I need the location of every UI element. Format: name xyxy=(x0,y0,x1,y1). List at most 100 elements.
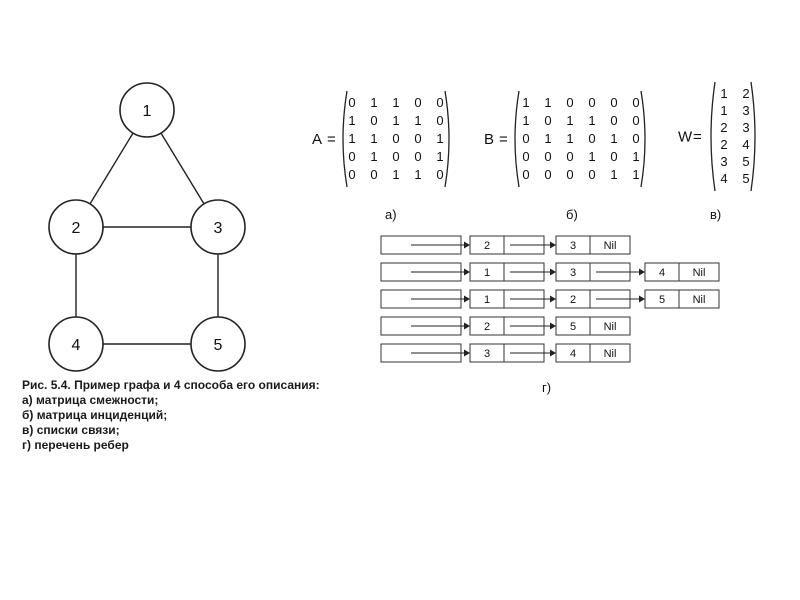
matrix-cell: 0 xyxy=(348,95,355,110)
graph-node-circle xyxy=(119,82,175,138)
list-node-value: 1 xyxy=(484,294,490,306)
caption-item-link-lists: в) списки связи; xyxy=(22,423,120,437)
graph-node-3: 3 xyxy=(190,199,246,255)
matrix-cell: 4 xyxy=(720,171,727,186)
list-node-pointer-cell xyxy=(589,316,631,336)
matrix-cell: 1 xyxy=(720,103,727,118)
graph-node-5: 5 xyxy=(190,316,246,372)
caption-item-edge-list: г) перечень ребер xyxy=(22,438,129,452)
sublabel: г) xyxy=(542,380,551,395)
right-bracket xyxy=(750,81,756,192)
nil-pointer: Nil xyxy=(604,321,617,333)
graph-edge-1-2 xyxy=(89,132,134,205)
matrix-cell: 0 xyxy=(588,167,595,182)
arrow-head-icon xyxy=(639,268,645,276)
matrix-cell: 1 xyxy=(610,131,617,146)
matrix-cell: 1 xyxy=(348,113,355,128)
arrow-head-icon xyxy=(464,295,470,303)
list-node-pointer-cell xyxy=(589,235,631,255)
sublabel: в) xyxy=(710,207,721,222)
graph-node-circle xyxy=(48,199,104,255)
matrix-cell: 0 xyxy=(566,149,573,164)
matrix-cell: 1 xyxy=(544,95,551,110)
matrix-cell: 0 xyxy=(522,131,529,146)
matrix-cell: 3 xyxy=(742,120,749,135)
matrix-name: W xyxy=(678,129,693,146)
list-node-value: 5 xyxy=(659,294,665,306)
matrix-cell: 0 xyxy=(610,95,617,110)
caption-title: Рис. 5.4. Пример графа и 4 способа его о… xyxy=(22,378,320,392)
matrix-cell: 1 xyxy=(414,113,421,128)
matrix-cell: 1 xyxy=(544,131,551,146)
matrix-cell: 1 xyxy=(522,95,529,110)
matrix-cell: 1 xyxy=(348,131,355,146)
matrix-cell: 1 xyxy=(392,113,399,128)
matrix-cell: 0 xyxy=(522,167,529,182)
matrix-cell: 0 xyxy=(436,95,443,110)
matrix-cell: 0 xyxy=(392,131,399,146)
matrix-cell: 1 xyxy=(436,131,443,146)
list-node-value: 2 xyxy=(484,240,490,252)
matrix-cell: 0 xyxy=(544,167,551,182)
matrix-cell: 0 xyxy=(566,95,573,110)
graph-node-4: 4 xyxy=(48,316,104,372)
graph-node-label: 1 xyxy=(143,103,152,120)
matrix-cell: 2 xyxy=(720,137,727,152)
matrix-cell: 2 xyxy=(742,86,749,101)
list-node-value: 2 xyxy=(484,321,490,333)
graph-node-label: 3 xyxy=(214,220,223,237)
list-node-pointer-cell xyxy=(589,343,631,363)
arrow-head-icon xyxy=(464,349,470,357)
arrow-head-icon xyxy=(464,241,470,249)
list-node-value: 4 xyxy=(659,267,665,279)
graph-edge-1-3 xyxy=(160,132,205,205)
matrix-cell: 0 xyxy=(544,149,551,164)
matrix-name: B xyxy=(484,131,494,148)
matrix-cell: 1 xyxy=(392,167,399,182)
matrix-cell: 1 xyxy=(370,149,377,164)
matrix-cell: 0 xyxy=(588,131,595,146)
matrix-cell: 1 xyxy=(588,113,595,128)
matrix-cell: 0 xyxy=(348,149,355,164)
matrix-name: A xyxy=(312,131,322,148)
graph-node-label: 4 xyxy=(72,337,81,354)
matrix-cell: 1 xyxy=(566,131,573,146)
matrix-cell: 0 xyxy=(436,167,443,182)
list-node-value: 3 xyxy=(570,267,576,279)
matrix-cell: 1 xyxy=(566,113,573,128)
arrow-head-icon xyxy=(464,268,470,276)
matrix-cell: 3 xyxy=(720,154,727,169)
graph-node-circle xyxy=(48,316,104,372)
matrix-cell: 0 xyxy=(370,167,377,182)
arrow-head-icon xyxy=(550,241,556,249)
left-bracket xyxy=(710,81,716,192)
matrix-cell: 1 xyxy=(588,149,595,164)
matrix-cell: 0 xyxy=(370,113,377,128)
list-node-pointer-cell xyxy=(678,289,720,309)
matrix-cell: 0 xyxy=(588,95,595,110)
equals-sign: = xyxy=(693,129,702,146)
matrix-cell: 0 xyxy=(632,95,639,110)
nil-pointer: Nil xyxy=(604,348,617,360)
matrix-cell: 0 xyxy=(610,149,617,164)
matrix-cell: 0 xyxy=(436,113,443,128)
list-node-value: 4 xyxy=(570,348,576,360)
nil-pointer: Nil xyxy=(604,240,617,252)
matrix-cell: 1 xyxy=(392,95,399,110)
matrix-cell: 1 xyxy=(370,95,377,110)
left-bracket xyxy=(514,90,520,188)
sublabel: а) xyxy=(385,207,397,222)
matrix-cell: 1 xyxy=(632,149,639,164)
list-node-value: 1 xyxy=(484,267,490,279)
matrix-cell: 0 xyxy=(414,131,421,146)
arrow-head-icon xyxy=(550,268,556,276)
